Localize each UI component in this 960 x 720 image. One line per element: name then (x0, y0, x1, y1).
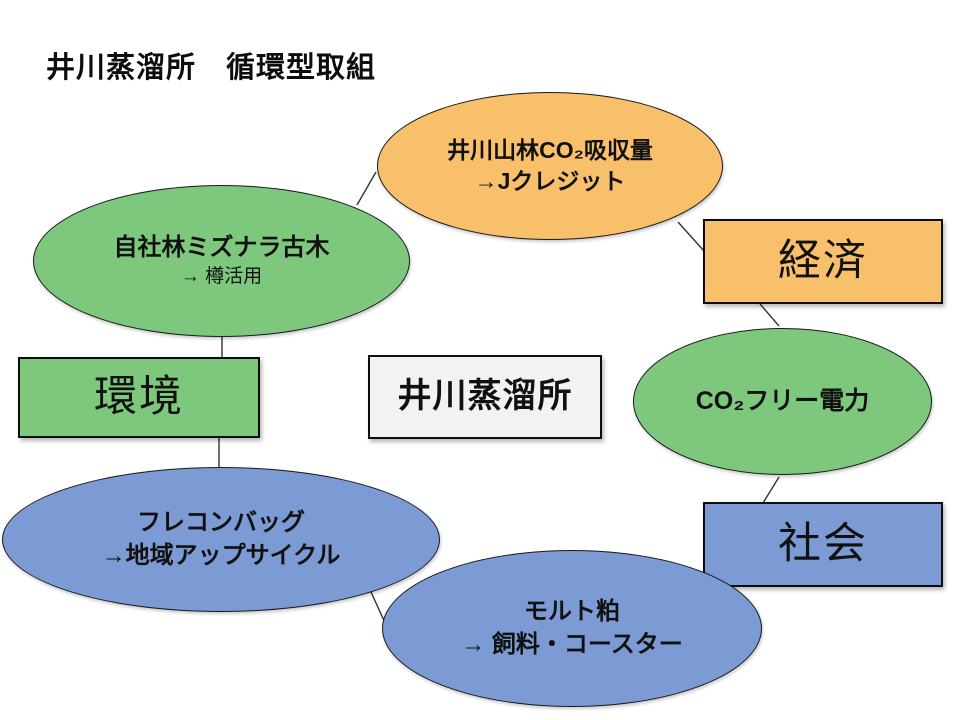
node-environment: 環境 (18, 357, 260, 438)
node-text-line2: →Jクレジット (474, 168, 626, 194)
node-co2-free-power: CO₂フリー電力 (633, 328, 932, 475)
node-text-line2: → 樽活用 (180, 266, 263, 288)
node-forest-co2-absorption: 井川山林CO₂吸収量 →Jクレジット (377, 92, 723, 240)
node-frecon-bag-upcycle: フレコンバッグ →地域アップサイクル (2, 467, 440, 612)
connector-mizunara-forestco2 (356, 171, 377, 206)
node-text-line1: 井川山林CO₂吸収量 (447, 136, 653, 163)
node-text-line2: →地域アップサイクル (101, 541, 341, 569)
node-distillery-center: 井川蒸溜所 (368, 355, 602, 439)
page-title: 井川蒸溜所 循環型取組 (46, 52, 377, 84)
node-economy: 経済 (703, 219, 943, 304)
node-label: 経済 (778, 237, 868, 286)
node-malt-lees-feed-coaster: モルト粕 → 飼料・コースター (382, 550, 762, 707)
node-text-line1: モルト粕 (524, 598, 620, 626)
connector-economy-co2free (759, 303, 780, 327)
node-label: 環境 (94, 373, 184, 422)
node-text-line1: フレコンバッグ (137, 509, 305, 537)
node-society: 社会 (703, 502, 943, 587)
node-text-line2: → 飼料・コースター (461, 630, 683, 658)
node-mizunara-old-trees: 自社林ミズナラ古木 → 樽活用 (33, 185, 410, 337)
node-label: 井川蒸溜所 (397, 377, 573, 416)
connector-forestco2-economy (677, 221, 705, 252)
node-label: 社会 (778, 520, 868, 569)
node-text-line1: 自社林ミズナラ古木 (113, 233, 330, 261)
node-label: CO₂フリー電力 (695, 386, 870, 415)
connector-co2free-society (762, 476, 780, 504)
